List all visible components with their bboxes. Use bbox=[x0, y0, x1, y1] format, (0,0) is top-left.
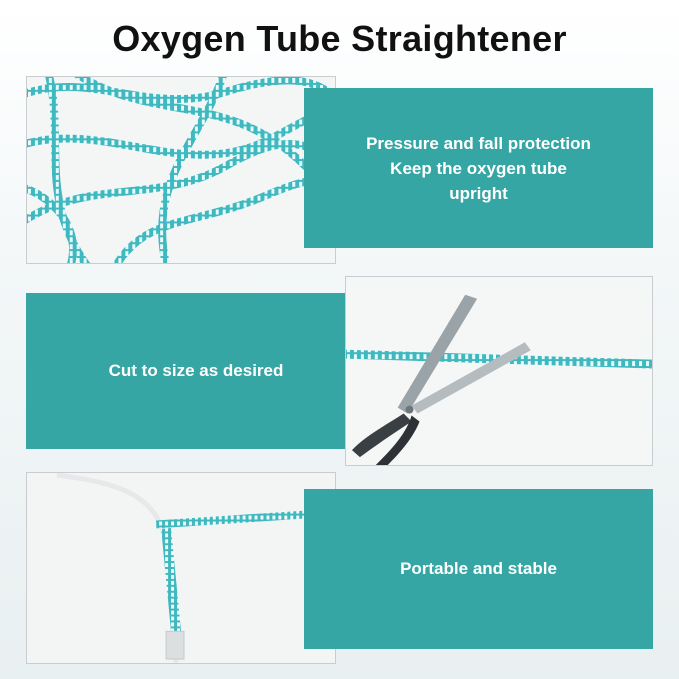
feature-line: Portable and stable bbox=[400, 559, 557, 578]
feature-line: Keep the oxygen tube bbox=[390, 158, 567, 178]
page-title: Oxygen Tube Straightener bbox=[112, 18, 567, 59]
coiled-tubes-photo bbox=[26, 76, 336, 264]
feature-portable-stable: Portable and stable bbox=[304, 489, 653, 649]
feature-line: Pressure and fall protection bbox=[366, 133, 591, 153]
scissors-cutting-photo bbox=[345, 276, 653, 466]
feature-line: upright bbox=[449, 183, 508, 203]
feature-cut-to-size: Cut to size as desired bbox=[26, 293, 366, 449]
feature-line: Cut to size as desired bbox=[108, 361, 284, 380]
cannula-tube-photo bbox=[26, 472, 336, 664]
feature-pressure-protection: Pressure and fall protection Keep the ox… bbox=[304, 88, 653, 248]
